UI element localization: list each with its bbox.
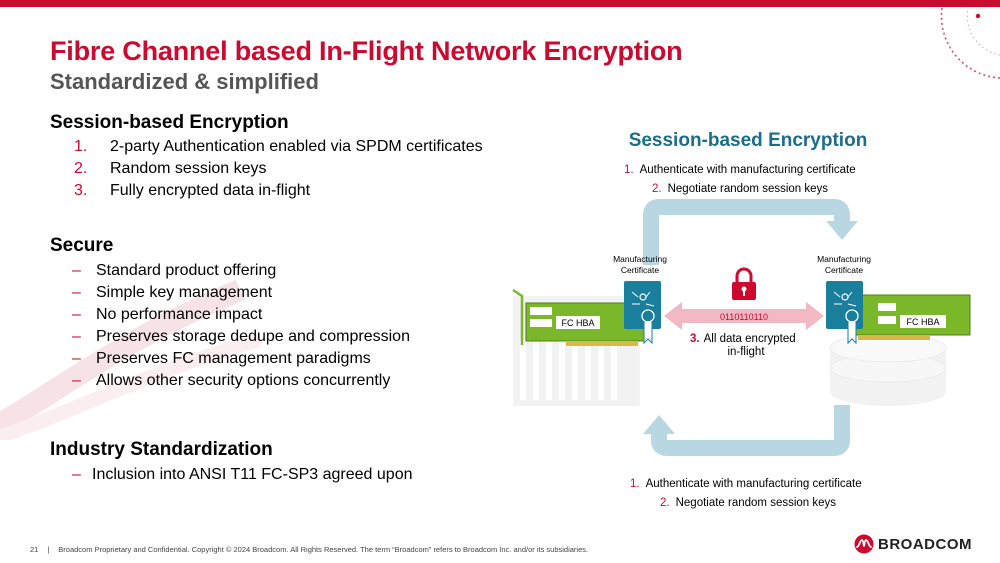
broadcom-logo-icon — [854, 534, 874, 554]
list-marker: – — [72, 328, 81, 345]
diagram-title: Session-based Encryption — [629, 130, 868, 151]
right-certificate-icon — [826, 281, 863, 345]
right-cert-label-line2: Certificate — [825, 265, 864, 275]
page-number: 21 — [30, 545, 39, 554]
left-certificate-icon — [624, 281, 661, 345]
list-marker: – — [72, 350, 81, 367]
top-arrowhead-icon — [826, 221, 858, 240]
logo-text: BROADCOM — [878, 535, 972, 553]
top-arc-arrow — [643, 199, 850, 265]
step-number: 1. — [630, 478, 640, 490]
step-number: 2. — [660, 497, 670, 509]
broadcom-logo: BROADCOM — [854, 534, 972, 554]
step-number: 1. — [624, 164, 634, 176]
section-heading-industry-standardization: Industry Standardization — [50, 439, 273, 460]
background-watermark — [0, 280, 260, 440]
right-cert-label-line1: Manufacturing — [817, 254, 871, 264]
list-item-text: Standard product offering — [96, 262, 277, 279]
lock-icon — [732, 267, 756, 300]
list-item-text: No performance impact — [96, 306, 263, 323]
step-number: 2. — [652, 183, 662, 195]
list-marker: 1. — [74, 138, 88, 155]
encrypted-label-line2: in-flight — [727, 346, 765, 358]
left-cert-label-line2: Certificate — [621, 265, 660, 275]
footer-text: Broadcom Proprietary and Confidential. C… — [58, 545, 589, 554]
step-text: Negotiate random session keys — [668, 183, 829, 195]
encrypted-data-double-arrow — [664, 302, 824, 330]
list-item-text: Simple key management — [96, 284, 273, 301]
step-text: Authenticate with manufacturing certific… — [640, 164, 856, 176]
list-item-text: Allows other security options concurrent… — [96, 372, 391, 389]
left-hba-label: FC HBA — [561, 318, 594, 328]
footer-separator: | — [47, 545, 50, 554]
footer: 21 | Broadcom Proprietary and Confidential… — [30, 545, 588, 554]
list-item-text: Inclusion into ANSI T11 FC-SP3 agreed up… — [92, 466, 413, 483]
list-marker: 2. — [74, 160, 88, 177]
list-marker: 3. — [74, 182, 88, 199]
top-step-1: 1. Authenticate with manufacturing certif… — [624, 164, 856, 176]
slide-title: Fibre Channel based In-Flight Network En… — [50, 36, 683, 66]
step-text: Authenticate with manufacturing certific… — [646, 478, 862, 490]
right-fc-hba-card: FC HBA — [851, 294, 971, 340]
list-item-text: Fully encrypted data in-flight — [110, 182, 311, 199]
list-marker: – — [72, 372, 81, 389]
left-cert-label-line1: Manufacturing — [613, 254, 667, 264]
bottom-arrowhead-icon — [643, 415, 675, 434]
top-accent-bar — [0, 0, 1000, 7]
list-marker: – — [72, 306, 81, 323]
right-hba-label: FC HBA — [906, 317, 939, 327]
encryption-diagram: Session-based Encryption 1. Authenticate … — [512, 130, 971, 509]
bottom-step-2: 2. Negotiate random session keys — [660, 497, 836, 509]
list-item-text: Random session keys — [110, 160, 267, 177]
bottom-arc-arrow — [651, 405, 850, 456]
section-heading-secure: Secure — [50, 235, 114, 256]
bottom-step-1: 1. Authenticate with manufacturing certif… — [630, 478, 862, 490]
step-number: 3. — [690, 333, 700, 345]
slide-subtitle: Standardized & simplified — [50, 69, 319, 94]
list-marker: – — [72, 466, 81, 483]
section-heading-session-encryption: Session-based Encryption — [50, 112, 289, 133]
list-item-text: Preserves FC management paradigms — [96, 350, 371, 367]
step-text: Negotiate random session keys — [676, 497, 837, 509]
decorative-arc-icon — [940, 7, 1000, 79]
list-item-text: 2-party Authentication enabled via SPDM … — [110, 138, 483, 155]
list-item-text: Preserves storage dedupe and compression — [96, 328, 410, 345]
step-text: All data encrypted — [704, 333, 796, 345]
encrypted-label-line1: 3. All data encrypted — [690, 333, 796, 345]
top-step-2: 2. Negotiate random session keys — [652, 183, 828, 195]
encrypted-bits: 0110110110 — [720, 312, 768, 322]
list-marker: – — [72, 262, 81, 279]
list-marker: – — [72, 284, 81, 301]
right-storage-graphic — [829, 333, 947, 406]
